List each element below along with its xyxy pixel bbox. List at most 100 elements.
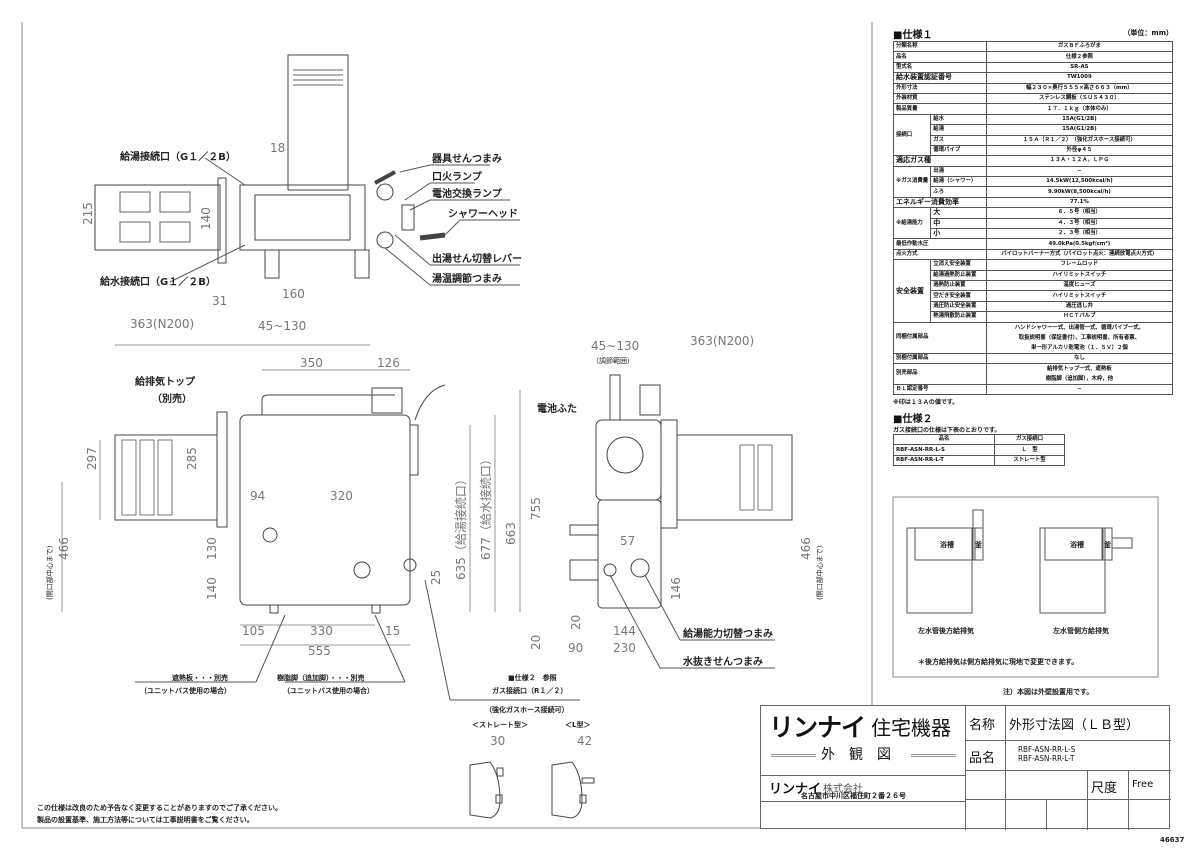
side-dim-n200: 363(N200) — [690, 334, 754, 348]
spec-sublabel: 空だき安全装置 — [930, 290, 987, 302]
label-lever: 出湯せん切替レバー — [432, 252, 522, 265]
label-heat-shield-sub: （ユニットバス使用の場合） — [140, 686, 231, 695]
dim-663: 663 — [504, 522, 518, 545]
spec-value: 15A(G1/2B) — [985, 124, 1174, 136]
dim-466-sub: (開口部中心まで) — [45, 545, 54, 600]
side-dim-146: 146 — [669, 577, 683, 600]
side-dim-range-sub: （調節範囲） — [592, 356, 634, 365]
spec-value: 外径φ４５ — [985, 144, 1174, 157]
spec-label: 別売部品 — [893, 362, 987, 385]
label-l-type: ＜L型＞ — [565, 720, 590, 729]
spec-value: ガスＢＦふろがま — [985, 40, 1174, 53]
dim-105: 105 — [242, 624, 265, 638]
layout-note: ＊後方給排気は側方給排気に現地で変更できます。 — [918, 657, 1078, 666]
spec-label: ※給湯能力 — [892, 207, 932, 240]
spec-value: ６．５号（相当） — [985, 207, 1174, 219]
spec-value: パイロットバーナー方式（パイロット点火：連続放電点火方式） — [985, 248, 1174, 261]
table-cell: RBF-ASN-RR-L-S — [893, 444, 995, 456]
label-resin-leg: 樹脂脚（追加脚）・・・別売 — [277, 673, 365, 682]
label-battery-lamp: 電池交換ランプ — [432, 187, 503, 200]
spec-label: 製品質量 — [893, 103, 987, 115]
spec-value: ハイリミットスイッチ — [985, 290, 1174, 302]
front-view — [114, 384, 446, 614]
dim-297: 297 — [85, 447, 99, 470]
dim-140: 140 — [205, 577, 219, 600]
spec-sublabel: 給水 — [930, 113, 987, 126]
spec-label: 安全装置 — [892, 259, 932, 323]
spec-value: フレームロッド — [985, 259, 1174, 271]
product-label: 品名 — [966, 741, 1006, 771]
spec-value: ４．３号（相当） — [985, 217, 1174, 230]
spec2-section: ■仕様２ ガス接続口の仕様は下表のとおりです。 品名ガス接続口 RBF-ASN-… — [893, 410, 1083, 467]
top-view — [94, 54, 446, 279]
label-heat-shield: 遮熱板・・・別売 — [172, 673, 228, 682]
spec-sublabel: ガス — [930, 134, 987, 146]
dim-755: 755 — [529, 497, 543, 520]
table-cell: ストレート型 — [994, 454, 1065, 467]
spec-sublabel: 中 — [930, 217, 987, 230]
side-dim-90: 90 — [568, 641, 583, 655]
spec-value: ハイリミットスイッチ — [985, 269, 1174, 282]
spec-value: − — [985, 165, 1174, 178]
spec-label: 点火方式 — [893, 248, 987, 261]
label-battery-cover: 電池ふた — [537, 402, 577, 415]
spec-label: エネルギー消費効率 — [893, 196, 987, 209]
spec-label: 外形寸法 — [893, 82, 987, 94]
spec-sublabel: 熱湯飛散防止装置 — [930, 311, 987, 323]
label-gas-sub: （強化ガスホース接続可） — [485, 705, 569, 714]
dim-466: 466 — [57, 537, 71, 560]
spec-sublabel: 循環パイプ — [930, 144, 987, 157]
company-logo: リンナイ — [769, 782, 822, 797]
dim-126: 126 — [377, 356, 400, 370]
dim-30: 30 — [490, 734, 505, 748]
spec-label: 品名 — [893, 51, 987, 63]
label-spec2-ref: ■仕様２ 参照 — [508, 673, 557, 682]
label-vent-top: 給排気トップ — [135, 375, 196, 388]
dim-range: 45~130 — [258, 319, 306, 333]
spec-value: 77.1% — [985, 196, 1174, 209]
label-gas-connection: ガス接続口（R１／２） — [492, 686, 567, 695]
label-knob: 器具せんつまみ — [431, 153, 502, 165]
drawing-type: 外 観 図 — [821, 747, 891, 763]
dim-130: 130 — [205, 537, 219, 560]
scale-label: 尺度 — [1088, 771, 1129, 800]
spec-value: ハンドシャワー一式、出湯管一式、循環パイプ一式、 — [1014, 324, 1145, 331]
label-resin-leg-sub: （ユニットバス使用の場合） — [283, 686, 374, 695]
dim-18: 18 — [270, 141, 285, 155]
side-dim-20: 20 — [569, 615, 583, 630]
spec1-title: ■仕様１ — [893, 30, 933, 41]
label-straight-type: ＜ストレート型＞ — [472, 720, 528, 729]
product-value-t: RBF-ASN-RR-L-T — [1018, 754, 1075, 763]
dim-140: 140 — [199, 207, 213, 230]
dim-42: 42 — [577, 734, 592, 748]
label-drain-knob: 水抜きせんつまみ — [682, 655, 763, 668]
spec-sublabel: 給湯過熱防止装置 — [930, 269, 987, 282]
spec-value: １５Ａ（Ｒ１／２） （強化ガスホース接続可） — [985, 134, 1174, 146]
dim-31: 31 — [212, 294, 227, 308]
spec-value: − — [985, 383, 1174, 396]
dim-555: 555 — [308, 644, 331, 658]
product-value-s: RBF-ASN-RR-L-S — [1018, 745, 1076, 754]
spec-value: なし — [985, 352, 1174, 364]
dim-160: 160 — [282, 287, 305, 301]
spec-sublabel: 小 — [930, 228, 987, 240]
spec2-caption: ガス接続口の仕様は下表のとおりです。 — [893, 427, 1001, 434]
spec-label: 給水装置認証番号 — [893, 72, 987, 84]
spec-label: 同梱付属部品 — [893, 321, 987, 354]
dim-677: 677（給水接続口） — [478, 453, 493, 560]
name-value: 外形寸法図（ＬＢ型） — [1006, 706, 1171, 741]
spec-value: 49.0kPa(0.5kgf/cm²) — [985, 238, 1174, 250]
caption-rear-vent: 左水管後方給排気 — [917, 626, 974, 635]
bath-label-left: 浴槽 — [940, 540, 954, 549]
dim-363-n200: 363(N200) — [130, 317, 194, 331]
label-capacity-knob: 給湯能力切替つまみ — [683, 627, 773, 640]
spec-sublabel: 給湯（シャワー） — [930, 176, 987, 188]
spec-label: ＢＬ認定番号 — [893, 383, 987, 396]
table-cell: Ｌ 型 — [994, 444, 1065, 456]
label-water-connection: 給水接続口（G１／２B） — [100, 275, 216, 288]
